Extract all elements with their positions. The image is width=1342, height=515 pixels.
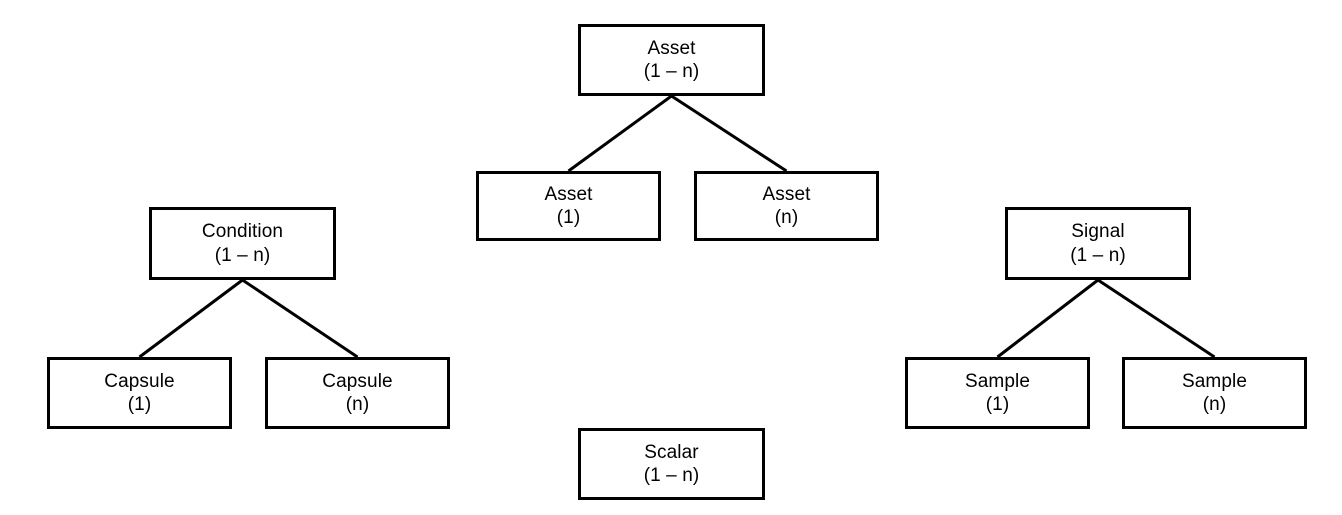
connector-line-condition-parent-to-capsule-n: [241, 278, 359, 359]
node-label: Scalar: [644, 441, 699, 463]
node-cardinality: (n): [774, 207, 799, 228]
node-label: Asset: [647, 37, 696, 59]
node-label: Capsule: [104, 370, 175, 392]
node-asset-parent[interactable]: Asset (1 – n): [578, 24, 765, 96]
node-sample-n[interactable]: Sample (n): [1122, 357, 1307, 429]
connector-line-signal-parent-to-sample-n: [1097, 278, 1216, 359]
connector-line-condition-parent-to-capsule-1: [138, 278, 244, 359]
node-cardinality: (1): [556, 207, 581, 228]
node-asset-n[interactable]: Asset (n): [694, 171, 879, 241]
node-signal-parent[interactable]: Signal (1 – n): [1005, 207, 1191, 280]
node-cardinality: (n): [345, 394, 370, 415]
node-label: Asset: [544, 183, 593, 205]
node-cardinality: (1): [985, 394, 1010, 415]
node-scalar[interactable]: Scalar (1 – n): [578, 428, 765, 500]
node-capsule-1[interactable]: Capsule (1): [47, 357, 232, 429]
node-sample-1[interactable]: Sample (1): [905, 357, 1090, 429]
node-cardinality: (1): [127, 394, 152, 415]
node-label: Sample: [1181, 370, 1248, 392]
node-label: Asset: [762, 183, 811, 205]
node-asset-1[interactable]: Asset (1): [476, 171, 661, 241]
node-cardinality: (1 – n): [643, 61, 700, 82]
node-cardinality: (1 – n): [214, 244, 271, 266]
node-label: Capsule: [322, 370, 393, 392]
node-cardinality: (n): [1202, 394, 1227, 415]
connector-line-asset-parent-to-asset-1: [567, 94, 673, 173]
node-label: Condition: [201, 221, 284, 243]
node-condition-parent[interactable]: Condition (1 – n): [149, 207, 336, 280]
node-label: Sample: [964, 370, 1031, 392]
node-capsule-n[interactable]: Capsule (n): [265, 357, 450, 429]
connector-line-asset-parent-to-asset-n: [670, 94, 788, 173]
node-label: Signal: [1071, 221, 1125, 243]
node-cardinality: (1 – n): [643, 465, 700, 486]
node-cardinality: (1 – n): [1070, 244, 1126, 266]
connector-line-signal-parent-to-sample-1: [996, 278, 1099, 359]
